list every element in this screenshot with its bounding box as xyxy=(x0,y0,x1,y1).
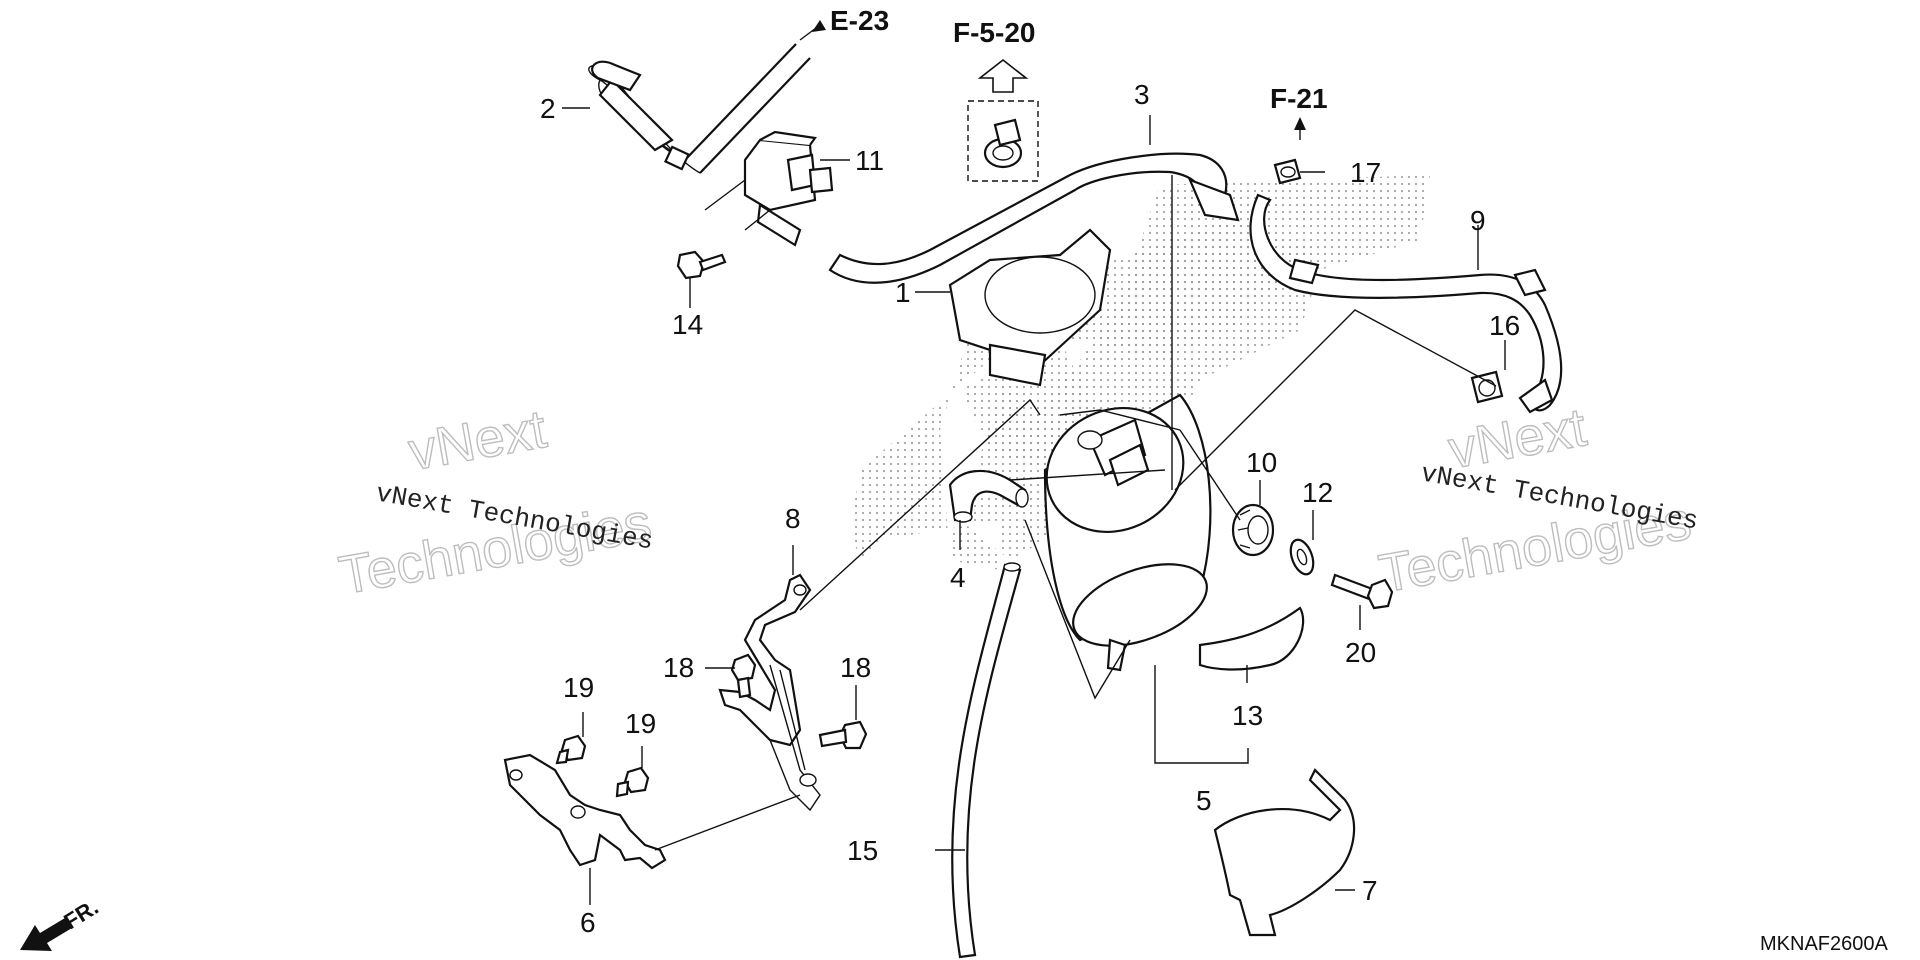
holder-1 xyxy=(948,228,1112,387)
clip-17 xyxy=(1273,158,1302,185)
callout-12: 12 xyxy=(1302,477,1333,508)
callout-3: 3 xyxy=(1134,79,1150,110)
arrow-e23 xyxy=(812,20,826,32)
hose-3-end xyxy=(1187,178,1240,222)
leader-lines xyxy=(562,107,1506,905)
solenoid-valve-11 xyxy=(664,130,834,247)
callout-15: 15 xyxy=(847,835,878,866)
callout-2: 2 xyxy=(540,93,556,124)
bolt-20 xyxy=(1330,573,1394,610)
callout-18-a: 18 xyxy=(663,652,694,683)
callout-9: 9 xyxy=(1470,205,1486,236)
bracket-8 xyxy=(718,573,821,812)
watermark-left: vNext Technologies xyxy=(334,398,656,606)
bolt-14 xyxy=(676,250,727,300)
arrow-up-f520 xyxy=(977,58,1029,93)
hose-2-lower xyxy=(598,78,674,152)
hose-9 xyxy=(1249,193,1563,412)
pad-13 xyxy=(1198,606,1305,671)
callout-10: 10 xyxy=(1246,447,1277,478)
hose-15 xyxy=(951,563,1022,959)
callout-16: 16 xyxy=(1489,310,1520,341)
callout-20: 20 xyxy=(1345,637,1376,668)
callout-7: 7 xyxy=(1362,875,1378,906)
hose-2-curve xyxy=(591,60,642,92)
callout-19-b: 19 xyxy=(625,708,656,739)
bolt-18-a xyxy=(730,653,757,699)
callout-4: 4 xyxy=(950,562,966,593)
bolt-19-b xyxy=(615,766,650,798)
callout-5: 5 xyxy=(1196,785,1212,816)
arrow-f21 xyxy=(1294,117,1306,130)
callout-8: 8 xyxy=(785,503,801,534)
clamp-box xyxy=(967,100,1039,182)
callout-14: 14 xyxy=(672,309,703,340)
hose-9-joint xyxy=(1288,258,1320,285)
elbow-4 xyxy=(948,469,1029,523)
hose-2 xyxy=(684,43,811,174)
hose-9-end xyxy=(1513,268,1547,297)
ref-f520: F-5-20 xyxy=(953,17,1035,48)
callouts: 1 2 3 4 5 6 7 8 9 10 11 12 13 14 15 16 1… xyxy=(540,79,1520,938)
hose-9-end2 xyxy=(1518,378,1554,414)
ref-e23: E-23 xyxy=(830,5,889,36)
clip-16 xyxy=(1470,370,1504,404)
canister-5 xyxy=(1043,393,1212,672)
ref-f21: F-21 xyxy=(1270,83,1328,114)
diagram-code: MKNAF2600A xyxy=(1760,933,1888,955)
clamp-icon xyxy=(983,118,1023,169)
callout-17: 17 xyxy=(1350,157,1381,188)
callout-11: 11 xyxy=(855,145,884,176)
callout-1: 1 xyxy=(895,277,911,308)
bolt-19-a xyxy=(555,734,587,765)
grommet-10 xyxy=(1231,503,1275,557)
callout-6: 6 xyxy=(580,907,596,938)
washer-12 xyxy=(1289,538,1315,576)
watermark-line1: vNext xyxy=(404,399,550,482)
front-arrow-icon xyxy=(20,918,72,951)
callout-13: 13 xyxy=(1232,700,1263,731)
cover-7 xyxy=(1213,768,1356,937)
bolt-18-b xyxy=(818,720,868,750)
callout-18-b: 18 xyxy=(840,652,871,683)
callout-19-a: 19 xyxy=(563,672,594,703)
